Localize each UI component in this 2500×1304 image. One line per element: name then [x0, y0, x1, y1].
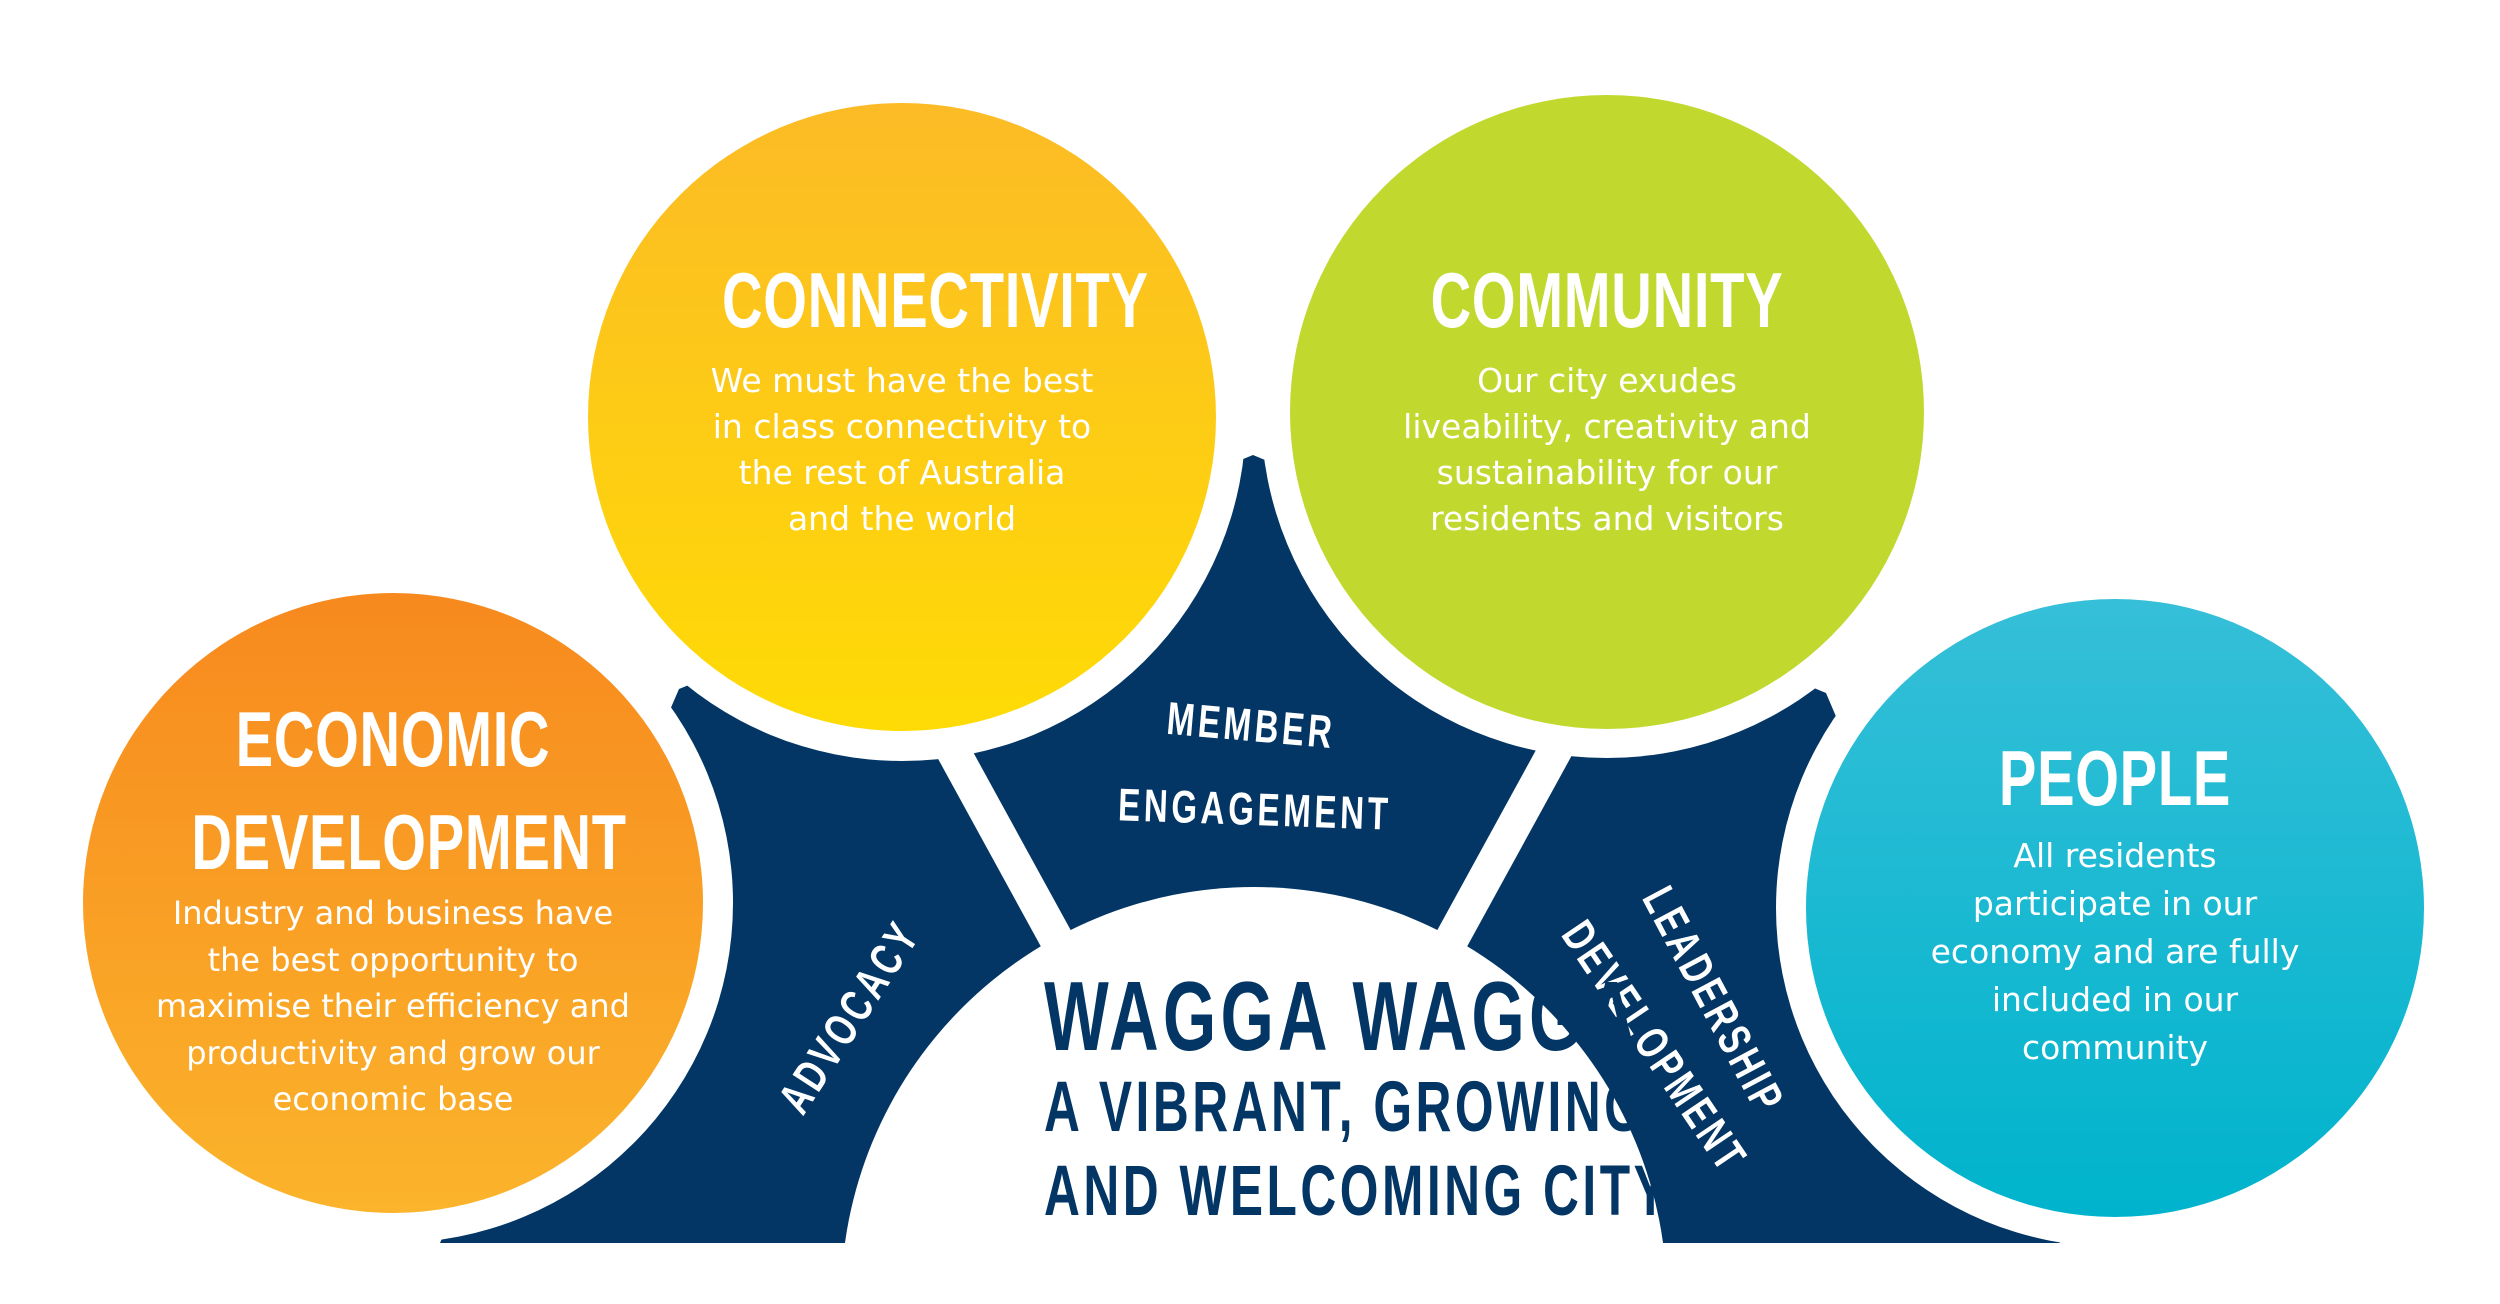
pillar-description: All residents participate in our economy… — [1930, 836, 2300, 1067]
circle-people — [1806, 599, 2424, 1217]
pillar-economic-development: ECONOMIC DEVELOPMENT Industry and busine… — [113, 688, 673, 1123]
circle-economic-development — [83, 593, 703, 1213]
pillar-title: PEOPLE — [1998, 734, 2232, 822]
circle-community — [1290, 95, 1924, 729]
pillar-community: COMMUNITY Our city exudes liveability, c… — [1357, 252, 1857, 542]
segment-label-text: ENGAGEMENT — [1117, 778, 1393, 840]
vision-subtitle-line2: AND WELCOMING CITY — [1044, 1152, 1671, 1231]
vision-statement: WAGGA WAGGA A VIBRANT, GROWING AND WELCO… — [954, 961, 1671, 1234]
circle-connectivity — [588, 103, 1216, 731]
pillar-description: We must have the best in class connectiv… — [710, 361, 1094, 538]
pillar-description: Industry and business have the best oppo… — [156, 894, 630, 1118]
pillar-title: CONNECTIVITY — [722, 256, 1149, 344]
pillar-connectivity: CONNECTIVITY We must have the best in cl… — [652, 252, 1152, 542]
vision-title: WAGGA WAGGA — [1044, 961, 1641, 1071]
vision-subtitle-line1: A VIBRANT, GROWING — [1044, 1068, 1647, 1147]
pillar-title: ECONOMIC DEVELOPMENT — [191, 695, 627, 886]
vision-semicircle — [845, 887, 1663, 1243]
pillar-description: Our city exudes liveability, creativity … — [1403, 361, 1811, 538]
pillar-title: COMMUNITY — [1430, 256, 1784, 344]
pillar-people: PEOPLE All residents participate in our … — [1865, 730, 2365, 1072]
